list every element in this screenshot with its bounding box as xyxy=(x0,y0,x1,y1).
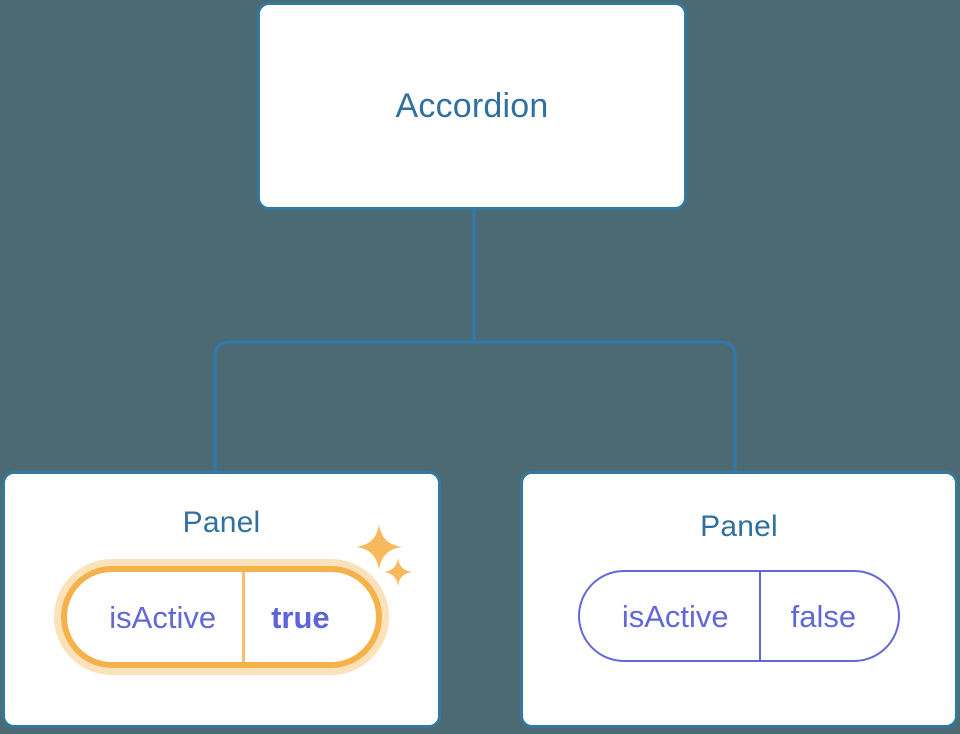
sparkle-large-icon xyxy=(355,524,402,570)
prop-pill-isactive-false[interactable]: isActive false xyxy=(577,570,901,662)
sparkle-small-icon xyxy=(383,558,412,586)
edge-branch-to-right-panel xyxy=(474,340,737,471)
node-panel-left-title: Panel xyxy=(182,506,261,539)
edge-branch-to-left-panel xyxy=(213,340,474,471)
prop-pill-isactive-true[interactable]: isActive true xyxy=(61,566,382,668)
prop-value-label: true xyxy=(242,572,376,662)
prop-key-label: isActive xyxy=(621,598,729,634)
node-accordion-title: Accordion xyxy=(395,87,549,125)
node-accordion[interactable]: Accordion xyxy=(257,2,687,210)
prop-key-label: isActive xyxy=(109,599,217,635)
node-panel-right[interactable]: Panel isActive false xyxy=(520,471,958,728)
prop-pill-left-wrapper: isActive true xyxy=(61,524,412,668)
prop-pill-right-wrapper: isActive false xyxy=(577,570,901,662)
prop-value-label: false xyxy=(758,572,898,660)
node-panel-left[interactable]: Panel isActive true xyxy=(2,471,441,728)
node-panel-right-title: Panel xyxy=(700,510,778,543)
